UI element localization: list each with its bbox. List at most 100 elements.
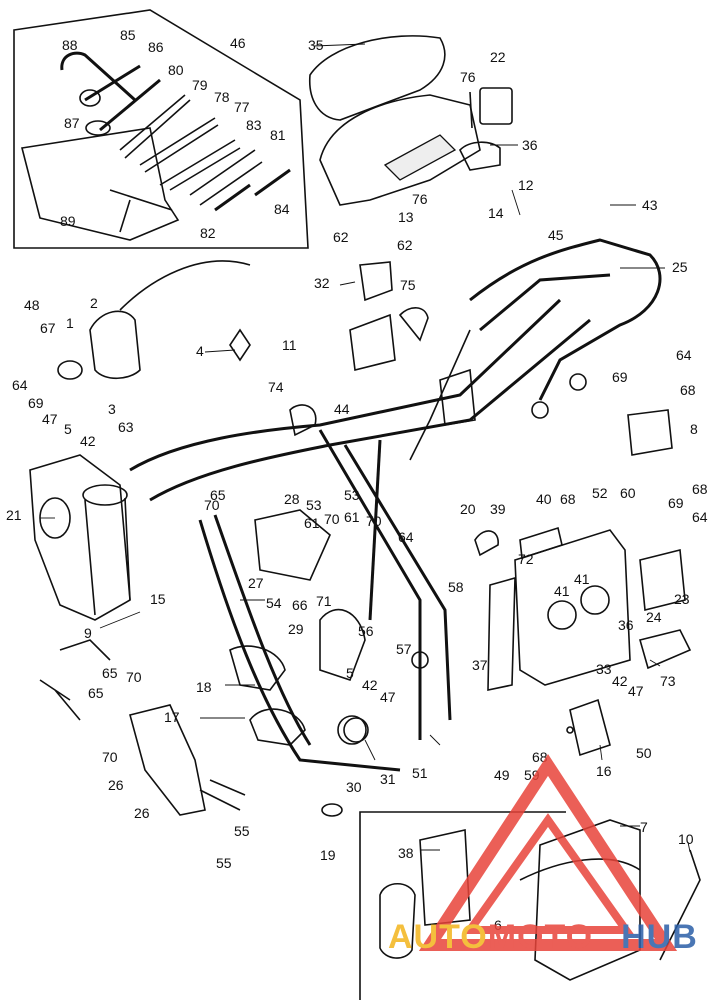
callout-c54: 54	[266, 595, 282, 611]
callout-c64a: 64	[676, 347, 692, 363]
watermark-part-hub: HUB	[621, 918, 698, 956]
callout-c5a: 5	[64, 421, 72, 437]
callout-c22: 22	[490, 49, 506, 65]
callout-c21: 21	[6, 507, 22, 523]
callout-c26a: 26	[108, 777, 124, 793]
callout-c88: 88	[62, 37, 78, 53]
callout-c70e: 70	[102, 749, 118, 765]
battery-inset	[359, 811, 701, 1000]
electrical-components	[474, 409, 692, 757]
callout-c86: 86	[148, 39, 164, 55]
callout-c64c: 64	[692, 509, 708, 525]
callout-c71: 71	[316, 593, 332, 609]
callout-c40: 40	[536, 491, 552, 507]
center-components	[129, 261, 476, 817]
callout-c76a: 76	[460, 69, 476, 85]
callout-c45: 45	[548, 227, 564, 243]
callout-c41b: 41	[554, 583, 570, 599]
callout-c44: 44	[334, 401, 350, 417]
callout-c67: 67	[40, 320, 56, 336]
callout-c1: 1	[66, 315, 74, 331]
callout-c25: 25	[672, 259, 688, 275]
tool-kit-inset	[13, 9, 309, 249]
callout-c14: 14	[488, 205, 504, 221]
callout-c70a: 70	[204, 497, 220, 513]
callout-c33: 33	[596, 661, 612, 677]
callout-c30: 30	[346, 779, 362, 795]
callout-c4: 4	[196, 343, 204, 359]
callout-c10: 10	[678, 831, 694, 847]
callout-c65c: 65	[88, 685, 104, 701]
callout-c66: 66	[292, 597, 308, 613]
callout-c74: 74	[268, 379, 284, 395]
callout-c48: 48	[24, 297, 40, 313]
callout-c69a: 69	[612, 369, 628, 385]
callout-c31: 31	[380, 771, 396, 787]
callout-c18: 18	[196, 679, 212, 695]
callout-c77: 77	[234, 99, 250, 115]
callout-c52: 52	[592, 485, 608, 501]
callout-c43: 43	[642, 197, 658, 213]
callout-c60: 60	[620, 485, 636, 501]
callout-c53a: 53	[306, 497, 322, 513]
callout-c62b: 62	[397, 237, 413, 253]
callout-c35: 35	[308, 37, 324, 53]
callout-c55a: 55	[234, 823, 250, 839]
callout-c28: 28	[284, 491, 300, 507]
callout-c42c: 42	[612, 673, 628, 689]
callout-c68a: 68	[680, 382, 696, 398]
callout-c69b: 69	[28, 395, 44, 411]
callout-c64d: 64	[398, 529, 414, 545]
callout-c12: 12	[518, 177, 534, 193]
callout-c65b: 65	[102, 665, 118, 681]
callout-c84: 84	[274, 201, 290, 217]
callout-c85: 85	[120, 27, 136, 43]
callout-c5b: 5	[346, 665, 354, 681]
seat-assembly	[308, 35, 513, 206]
callout-c38: 38	[398, 845, 414, 861]
callout-c68c: 68	[692, 481, 708, 497]
callout-c42b: 42	[362, 677, 378, 693]
callout-c78: 78	[214, 89, 230, 105]
callout-c65a: 65	[210, 487, 226, 503]
callout-c73: 73	[660, 673, 676, 689]
callout-c76b: 76	[412, 191, 428, 207]
frame	[129, 238, 662, 772]
callout-c11: 11	[282, 337, 297, 353]
logo-triangle-inner	[462, 813, 634, 934]
callout-c42a: 42	[80, 433, 96, 449]
leader-lines	[40, 43, 691, 853]
callout-c29: 29	[288, 621, 304, 637]
callout-c70b: 70	[324, 511, 340, 527]
callout-c47b: 47	[380, 689, 396, 705]
callout-c49: 49	[494, 767, 510, 783]
callout-c3: 3	[108, 401, 116, 417]
callout-c41a: 41	[574, 571, 590, 587]
callout-c57: 57	[396, 641, 412, 657]
callout-c47a: 47	[42, 411, 58, 427]
callout-c56: 56	[358, 623, 374, 639]
callout-c17: 17	[164, 709, 180, 725]
callout-c15: 15	[150, 591, 166, 607]
callout-c20: 20	[460, 501, 476, 517]
callout-c27: 27	[248, 575, 264, 591]
logo-triangle-outer	[418, 754, 678, 951]
callout-c75: 75	[400, 277, 416, 293]
callout-c69c: 69	[668, 495, 684, 511]
callout-c26b: 26	[134, 805, 150, 821]
callout-c81: 81	[270, 127, 286, 143]
front-components	[29, 260, 251, 721]
callout-c23: 23	[674, 591, 690, 607]
callout-c39: 39	[490, 501, 506, 517]
callout-c8: 8	[690, 421, 698, 437]
callout-c50: 50	[636, 745, 652, 761]
callout-c64b: 64	[12, 377, 28, 393]
callout-c7: 7	[640, 819, 648, 835]
callout-c79: 79	[192, 77, 208, 93]
callout-c70c: 70	[366, 513, 382, 529]
callout-c13: 13	[398, 209, 414, 225]
callout-c61a: 61	[304, 515, 320, 531]
callout-c16: 16	[596, 763, 612, 779]
